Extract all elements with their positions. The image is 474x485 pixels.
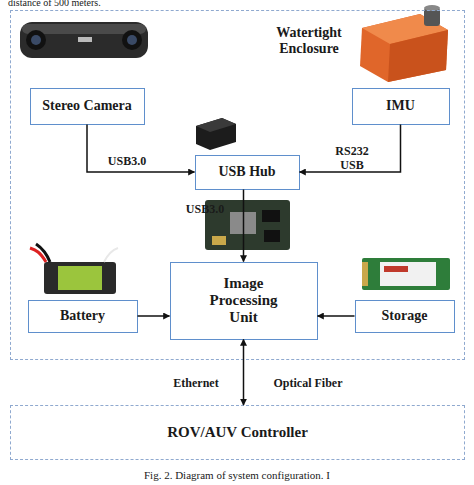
- imu-image: [360, 5, 448, 82]
- hub-image: [196, 118, 236, 150]
- edge-label: USB3.0: [92, 154, 162, 168]
- connector-arrow: [243, 340, 245, 406]
- battery-image: [30, 244, 118, 294]
- component-box: Image Processing Unit: [170, 262, 318, 340]
- node-label: Storage: [382, 308, 428, 324]
- connector-arrow: [318, 315, 355, 317]
- cut-off-text: distance of 500 meters.: [8, 0, 208, 9]
- connector-arrow: [87, 125, 195, 173]
- component-box: Storage: [355, 300, 455, 333]
- ssd-image: [362, 258, 450, 290]
- figure-caption: Fig. 2. Diagram of system configuration.…: [60, 469, 414, 482]
- component-box: Stereo Camera: [30, 88, 145, 125]
- node-label: ROV/AUV Controller: [167, 424, 308, 441]
- node-label: IMU: [386, 98, 415, 114]
- node-label: Stereo Camera: [42, 98, 132, 114]
- link-label: Optical Fiber: [258, 376, 358, 390]
- group-box: ROV/AUV Controller: [10, 405, 465, 460]
- connector-arrow: [243, 190, 245, 262]
- connector-arrow: [138, 315, 170, 317]
- edge-label: USB3.0: [170, 202, 240, 216]
- group-box: Watertight EnclosureStereo Camera IMU USB …: [10, 10, 465, 360]
- component-box: USB Hub: [195, 155, 300, 190]
- component-box: Battery: [28, 300, 138, 333]
- edge-label: RS232 USB: [328, 144, 376, 173]
- node-label: Battery: [60, 308, 105, 324]
- link-label: Ethernet: [156, 376, 236, 390]
- node-label: USB Hub: [218, 164, 275, 180]
- node-label: Watertight Enclosure: [259, 25, 359, 57]
- camera-image: [20, 22, 148, 58]
- node-label: Image Processing Unit: [202, 275, 286, 327]
- connector-arrow: [300, 125, 401, 173]
- component-box: IMU: [352, 88, 450, 125]
